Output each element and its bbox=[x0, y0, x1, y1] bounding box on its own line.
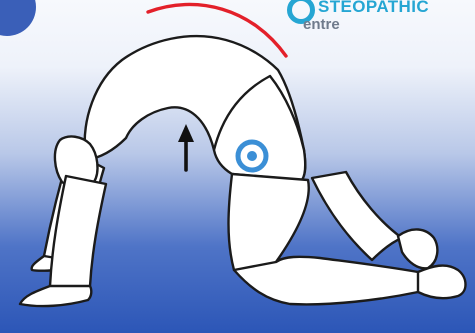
near-hand bbox=[20, 286, 91, 306]
target-marker-icon bbox=[238, 142, 266, 170]
logo-line2: entre bbox=[303, 16, 340, 33]
clinic-logo: STEOPATHIC entre bbox=[287, 0, 475, 36]
logo-line1: STEOPATHIC bbox=[318, 0, 429, 17]
near-foot bbox=[418, 266, 466, 299]
near-shin bbox=[234, 257, 426, 305]
far-thigh bbox=[312, 172, 402, 260]
far-foot bbox=[398, 229, 437, 268]
up-arrow-icon bbox=[178, 124, 194, 170]
